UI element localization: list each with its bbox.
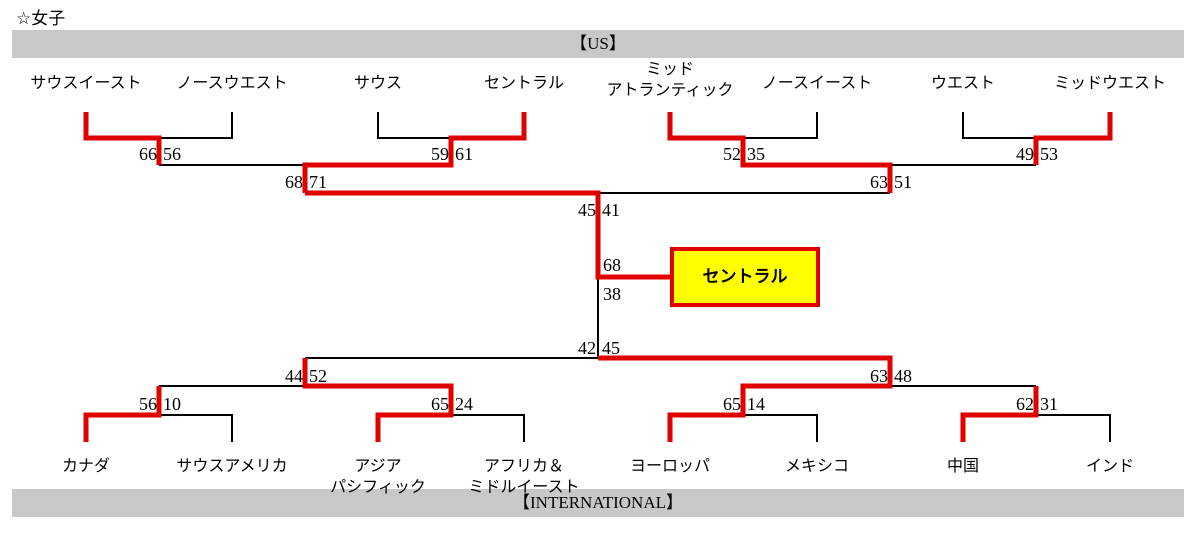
final-score-us: 68 (603, 255, 621, 275)
team-label: ミッドウエスト (1053, 73, 1166, 92)
team-label: ミッド アトランティック (606, 59, 734, 99)
score-right: 56 (163, 144, 181, 164)
score-left: 52 (723, 144, 741, 164)
score-left: 49 (1016, 144, 1034, 164)
score-left: 63 (870, 172, 888, 192)
score-right: 24 (455, 394, 473, 414)
bracket-lines-winner (83, 112, 1113, 442)
score-left: 44 (285, 366, 303, 386)
team-label: カナダ (61, 456, 110, 475)
score-right: 41 (602, 200, 620, 220)
score-left: 65 (723, 394, 741, 414)
score-left: 56 (139, 394, 157, 414)
score-right: 45 (602, 338, 620, 358)
team-label: メキシコ (784, 456, 849, 475)
score-right: 52 (309, 366, 327, 386)
team-label: 中国 (946, 456, 979, 475)
team-label: ヨーロッパ (629, 456, 710, 475)
score-right: 53 (1040, 144, 1058, 164)
score-left: 65 (431, 394, 449, 414)
team-label: セントラル (483, 73, 564, 92)
score-left: 62 (1016, 394, 1034, 414)
score-left: 63 (870, 366, 888, 386)
team-label: ノースイースト (761, 73, 873, 92)
score-right: 71 (309, 172, 327, 192)
champion-box: セントラル (670, 247, 820, 307)
score-right: 51 (894, 172, 912, 192)
team-label: ノースウエスト (176, 73, 288, 92)
team-label: ウエスト (930, 73, 995, 92)
team-label: アジア パシフィック (330, 456, 426, 496)
score-left: 42 (578, 338, 596, 358)
international-section-header: 【INTERNATIONAL】 (12, 489, 1184, 517)
bracket-title: ☆女子 (16, 9, 66, 29)
team-label: アフリカ＆ ミドルイースト (468, 456, 580, 496)
score-left: 59 (431, 144, 449, 164)
score-right: 35 (747, 144, 765, 164)
team-label: インド (1085, 456, 1134, 475)
score-right: 31 (1040, 394, 1058, 414)
score-left: 45 (578, 200, 596, 220)
score-left: 68 (285, 172, 303, 192)
score-right: 10 (163, 394, 181, 414)
score-right: 48 (894, 366, 912, 386)
team-label: サウス (353, 73, 402, 92)
score-right: 14 (747, 394, 765, 414)
us-section-header: 【US】 (12, 30, 1184, 58)
team-label: サウスアメリカ (176, 456, 288, 475)
team-label: サウスイースト (30, 73, 142, 92)
score-right: 61 (455, 144, 473, 164)
final-score-intl: 38 (603, 284, 621, 304)
score-left: 66 (139, 144, 157, 164)
